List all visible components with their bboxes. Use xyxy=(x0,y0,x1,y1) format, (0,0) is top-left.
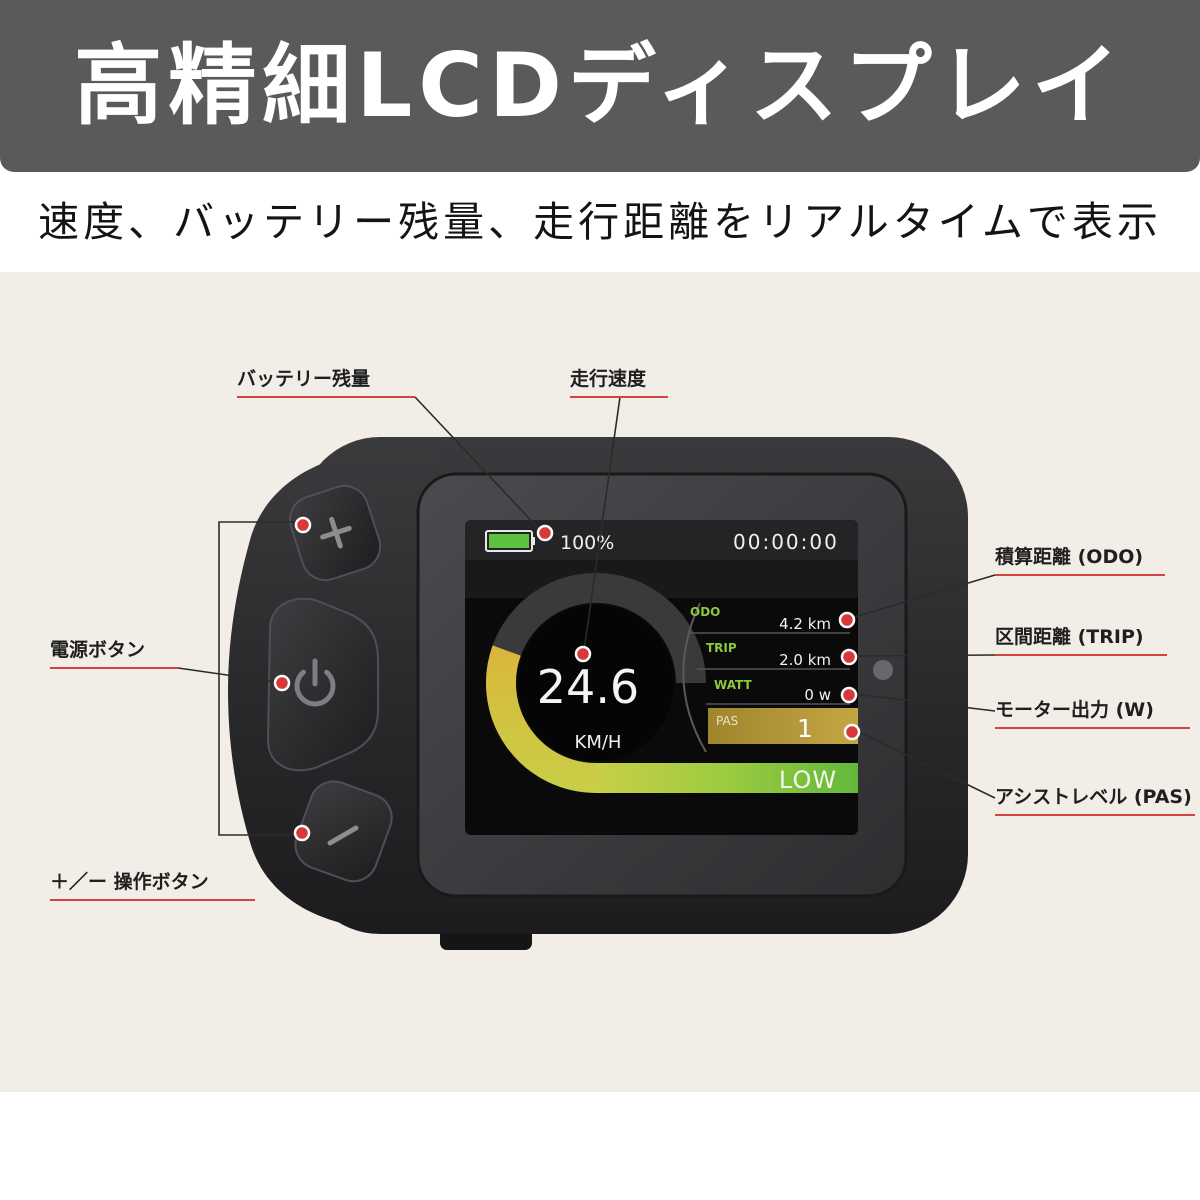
leader-line-odo xyxy=(850,574,996,619)
pas-highlight xyxy=(708,708,858,744)
odo-value: 4.2 km xyxy=(779,615,831,633)
power-button xyxy=(266,597,379,772)
leader-line-speed xyxy=(583,396,621,652)
callout-speed: 走行速度 xyxy=(570,362,668,398)
trip-label: TRIP xyxy=(706,641,737,655)
marker-dot-minus xyxy=(293,824,311,842)
callout-trip: 区間距離 (TRIP) xyxy=(995,620,1167,656)
leader-line-pas xyxy=(856,730,996,799)
plus-button xyxy=(288,484,382,582)
light-sensor xyxy=(873,660,893,680)
speed-unit: KM/H xyxy=(575,732,622,753)
status-band xyxy=(465,560,858,598)
lcd-screen: 100% 00:00:00 24.6 KM/H ODO 4.2 km TRIP … xyxy=(465,520,858,835)
gauge-arc xyxy=(485,645,597,793)
page-subtitle: 速度、バッテリー残量、走行距離をリアルタイムで表示 xyxy=(38,198,1162,246)
speed-gauge xyxy=(485,572,858,793)
marker-dot-power xyxy=(273,674,291,692)
battery-nub xyxy=(532,537,535,545)
marker-dot-speed xyxy=(574,645,592,663)
ride-clock: 00:00:00 xyxy=(733,530,839,554)
plus-icon xyxy=(320,516,352,549)
pas-value: 1 xyxy=(797,714,813,743)
marker-dot-trip xyxy=(840,648,858,666)
pas-label: PAS xyxy=(716,714,738,728)
callout-odo: 積算距離 (ODO) xyxy=(995,540,1165,576)
marker-dot-plus xyxy=(294,516,312,534)
minus-button-shape xyxy=(294,780,393,883)
leader-line-trip xyxy=(853,654,996,657)
leader-line-battery xyxy=(414,396,542,532)
callout-power-button: 電源ボタン xyxy=(50,633,178,669)
callout-plus-minus-buttons: ＋／ー 操作ボタン xyxy=(50,865,255,901)
battery-icon xyxy=(485,530,535,552)
watt-value: 0 w xyxy=(804,686,831,704)
gauge-center xyxy=(518,605,674,761)
callout-pas: アシストレベル (PAS) xyxy=(995,780,1195,816)
callout-dots xyxy=(273,516,861,842)
minus-icon xyxy=(327,825,359,846)
odo-label: ODO xyxy=(690,605,720,619)
minus-button xyxy=(294,780,393,883)
assist-mode: LOW xyxy=(779,766,837,794)
marker-dot-battery xyxy=(536,524,554,542)
title-banner: 高精細LCDディスプレイ xyxy=(0,0,1200,172)
leader-line-watt xyxy=(853,693,996,712)
callout-leaders xyxy=(177,396,996,836)
power-icon xyxy=(294,658,336,707)
watt-label: WATT xyxy=(714,678,753,692)
marker-dot-odo xyxy=(838,611,856,629)
page-title: 高精細LCDディスプレイ xyxy=(74,34,1126,137)
callout-watt: モーター出力 (W) xyxy=(995,693,1190,729)
speed-value: 24.6 xyxy=(537,660,639,714)
leader-line-power xyxy=(177,667,277,683)
trip-value: 2.0 km xyxy=(779,651,831,669)
marker-dot-pas xyxy=(843,723,861,741)
callout-battery: バッテリー残量 xyxy=(237,362,415,398)
panel-divider xyxy=(682,602,707,753)
power-button-shape xyxy=(266,597,379,772)
battery-percent: 100% xyxy=(560,532,614,554)
gauge-bar xyxy=(595,763,858,793)
bracket-plus-minus xyxy=(218,521,297,836)
info-panel: ODO 4.2 km TRIP 2.0 km WATT 0 w PAS 1 LO… xyxy=(682,602,858,794)
status-bar xyxy=(465,520,858,560)
marker-dot-watt xyxy=(840,686,858,704)
battery-level-fill xyxy=(489,534,529,548)
gauge-track xyxy=(492,572,706,684)
